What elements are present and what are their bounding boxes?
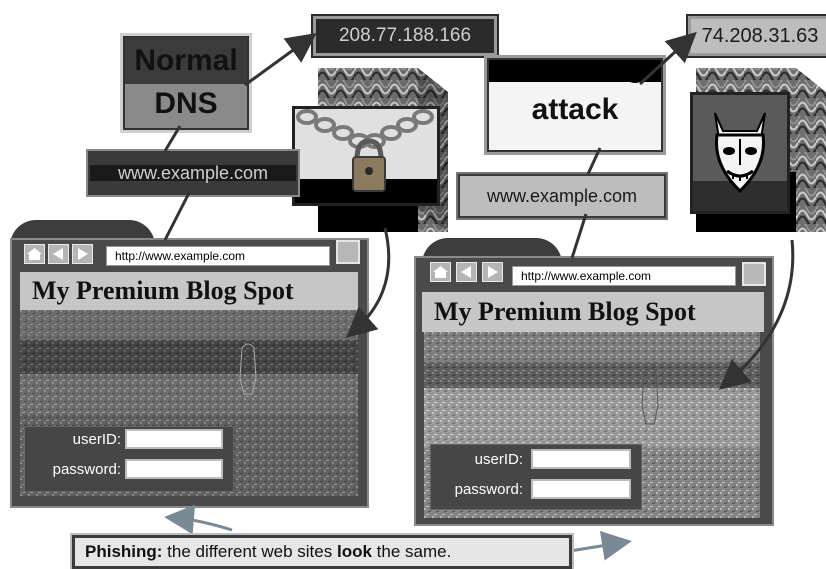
- login-panel: userID: password:: [430, 444, 642, 510]
- pharming-dns-label: Pharming attack: [484, 55, 666, 155]
- caption-text-2: the same.: [371, 542, 452, 561]
- normal-ip-address: 208.77.188.166: [311, 14, 499, 58]
- back-arrow-icon[interactable]: [456, 262, 477, 282]
- caption-left-arrow: [164, 504, 233, 535]
- password-input[interactable]: [125, 459, 223, 479]
- normal-url-text: www.example.com: [90, 164, 296, 182]
- normal-dns-line1: Normal: [125, 38, 247, 84]
- redaction-bar: [489, 60, 661, 82]
- pharming-browser-window: http://www.example.com My Premium Blog S…: [414, 238, 774, 528]
- normal-dns-to-ip-arrow: [244, 32, 317, 87]
- address-bar[interactable]: http://www.example.com: [106, 246, 330, 266]
- pharming-url-box: www.example.com: [456, 172, 668, 220]
- corner-button[interactable]: [336, 240, 360, 264]
- userid-input[interactable]: [531, 449, 631, 469]
- caption-bold-2: look: [336, 542, 372, 561]
- phishing-caption: Phishing: the different web sites look t…: [70, 533, 574, 569]
- devil-mask-icon: [690, 92, 790, 214]
- pharming-dns-line2: attack: [531, 93, 619, 126]
- normal-dns-label: Normal DNS: [120, 33, 252, 133]
- corner-button[interactable]: [742, 262, 766, 286]
- caption-bold-1: Phishing:: [85, 542, 163, 561]
- password-label: password:: [454, 481, 523, 498]
- password-label: password:: [52, 461, 121, 478]
- forward-arrow-icon[interactable]: [72, 244, 93, 264]
- password-input[interactable]: [531, 479, 631, 499]
- normal-dns-line2: DNS: [125, 84, 247, 128]
- userid-label: userID:: [474, 451, 523, 468]
- normal-url-box: www.example.com: [86, 149, 300, 197]
- home-icon[interactable]: [430, 262, 451, 282]
- home-icon[interactable]: [24, 244, 45, 264]
- userid-input[interactable]: [125, 429, 223, 449]
- back-arrow-icon[interactable]: [48, 244, 69, 264]
- address-bar[interactable]: http://www.example.com: [512, 266, 736, 286]
- padlock-chain-icon: [292, 106, 440, 206]
- blog-title: My Premium Blog Spot: [422, 292, 764, 332]
- caption-text-1: the different web sites: [162, 542, 337, 561]
- normal-browser-window: http://www.example.com My Premium Blog S…: [10, 220, 370, 510]
- blog-title: My Premium Blog Spot: [20, 272, 358, 310]
- login-panel: userID: password:: [24, 426, 234, 492]
- pharming-ip-address: 74.208.31.63: [686, 14, 826, 58]
- forward-arrow-icon[interactable]: [482, 262, 503, 282]
- userid-label: userID:: [72, 431, 121, 448]
